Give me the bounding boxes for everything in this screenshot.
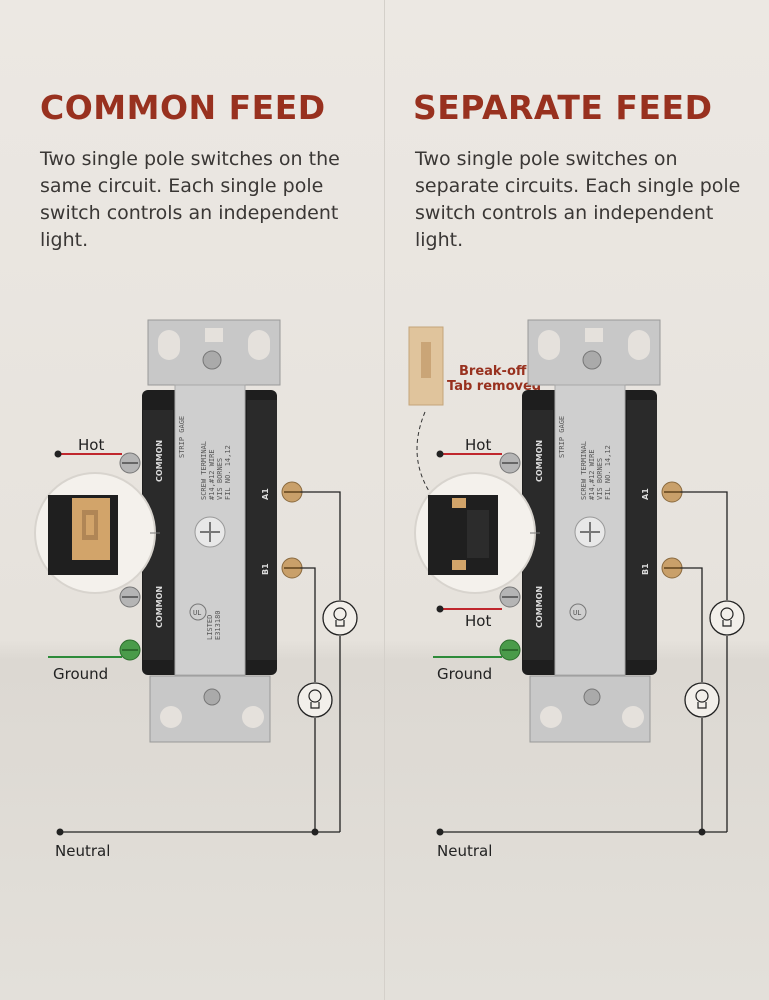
load-wires xyxy=(300,491,341,832)
terminal-screw-a1 xyxy=(661,481,683,503)
separate-feed-title: SEPARATE FEED xyxy=(413,88,713,127)
hot-label: Hot xyxy=(78,436,104,454)
magnifier-icon xyxy=(414,472,540,594)
ul-mark-text: UL xyxy=(193,609,201,617)
common-text-bottom: COMMON xyxy=(535,586,544,628)
center-screw-icon xyxy=(574,516,606,548)
ground-label: Ground xyxy=(53,665,108,683)
magnifier-icon xyxy=(34,472,160,594)
terminal-screw-common-top xyxy=(119,452,141,474)
callout-tab-removed: Tab removed xyxy=(447,379,541,394)
terminal-screw-b1 xyxy=(661,557,683,579)
terminal-screw-b1 xyxy=(281,557,303,579)
terminal-screw-common-bottom xyxy=(119,586,141,608)
strip-gage-text: STRIP GAGE xyxy=(178,416,186,458)
screw-terminal-text-2: #14,#12 WIRE xyxy=(208,449,216,500)
terminal-screw-common-top xyxy=(499,452,521,474)
ground-screw xyxy=(119,639,141,661)
ground-label: Ground xyxy=(437,665,492,683)
mounting-strap-top xyxy=(527,319,661,386)
screw-terminal-text-3: VIS BORNES xyxy=(216,458,224,500)
hot-label-bottom: Hot xyxy=(465,612,491,630)
terminal-screw-a1 xyxy=(281,481,303,503)
neutral-wire xyxy=(56,828,340,836)
callout-break-off: Break-off xyxy=(459,364,527,379)
hot-wire-top xyxy=(436,450,502,458)
light-bulb-icon xyxy=(684,682,720,718)
terminal-b1-label: B1 xyxy=(261,563,270,575)
listed-text: LISTED xyxy=(206,615,214,640)
separate-feed-diagram: Break-off Tab removed STRIP GAGE SCREW T… xyxy=(408,319,745,860)
screw-terminal-text-4: FIL NO. 14,12 xyxy=(604,445,612,500)
neutral-label: Neutral xyxy=(55,842,110,860)
common-text-bottom: COMMON xyxy=(155,586,164,628)
terminal-a1-label: A1 xyxy=(261,488,270,500)
terminal-b1-label: B1 xyxy=(641,563,650,575)
separate-feed-panel: SEPARATE FEED Two single pole switches o… xyxy=(385,0,769,1000)
hot-wire xyxy=(54,450,122,458)
panel-divider xyxy=(384,0,385,1000)
common-feed-panel: COMMON FEED Two single pole switches on … xyxy=(0,0,384,1000)
duplex-switch-body: STRIP GAGE SCREW TERMINAL #14,#12 WIRE V… xyxy=(522,384,657,676)
light-bulb-icon xyxy=(322,600,358,636)
ul-mark-text: UL xyxy=(573,609,581,617)
light-bulb-icon xyxy=(709,600,745,636)
screw-terminal-text-3: VIS BORNES xyxy=(596,458,604,500)
common-feed-diagram: STRIP GAGE SCREW TERMINAL #14,#12 WIRE V… xyxy=(34,319,358,860)
common-feed-description: Two single pole switches on the same cir… xyxy=(40,148,340,251)
duplex-switch-body: STRIP GAGE SCREW TERMINAL #14,#12 WIRE V… xyxy=(142,384,277,676)
common-text-top: COMMON xyxy=(155,440,164,482)
terminal-a1-label: A1 xyxy=(641,488,650,500)
common-feed-title: COMMON FEED xyxy=(40,88,326,127)
light-bulb-icon xyxy=(297,682,333,718)
terminal-screw-common-bottom xyxy=(499,586,521,608)
mounting-strap-bottom xyxy=(529,675,651,743)
neutral-label: Neutral xyxy=(437,842,492,860)
break-off-tab-icon xyxy=(408,326,444,406)
callout-dashed-line xyxy=(416,411,436,501)
hot-wire-bottom xyxy=(436,605,502,613)
separate-feed-description: Two single pole switches on separate cir… xyxy=(415,148,741,251)
neutral-wire xyxy=(436,828,727,836)
hot-label-top: Hot xyxy=(465,436,491,454)
screw-terminal-text-1: SCREW TERMINAL xyxy=(200,441,208,500)
screw-terminal-text-4: FIL NO. 14,12 xyxy=(224,445,232,500)
screw-terminal-text-2: #14,#12 WIRE xyxy=(588,449,596,500)
ground-screw xyxy=(499,639,521,661)
load-wires xyxy=(680,491,728,832)
ul-listed-mark: UL LISTED E313180 xyxy=(189,603,222,640)
ul-listed-mark: UL xyxy=(569,603,587,621)
screw-terminal-text-1: SCREW TERMINAL xyxy=(580,441,588,500)
mounting-strap-top xyxy=(147,319,281,386)
mounting-strap-bottom xyxy=(149,675,271,743)
common-text-top: COMMON xyxy=(535,440,544,482)
center-screw-icon xyxy=(194,516,226,548)
strip-gage-text: STRIP GAGE xyxy=(558,416,566,458)
file-number-text: E313180 xyxy=(214,610,222,640)
